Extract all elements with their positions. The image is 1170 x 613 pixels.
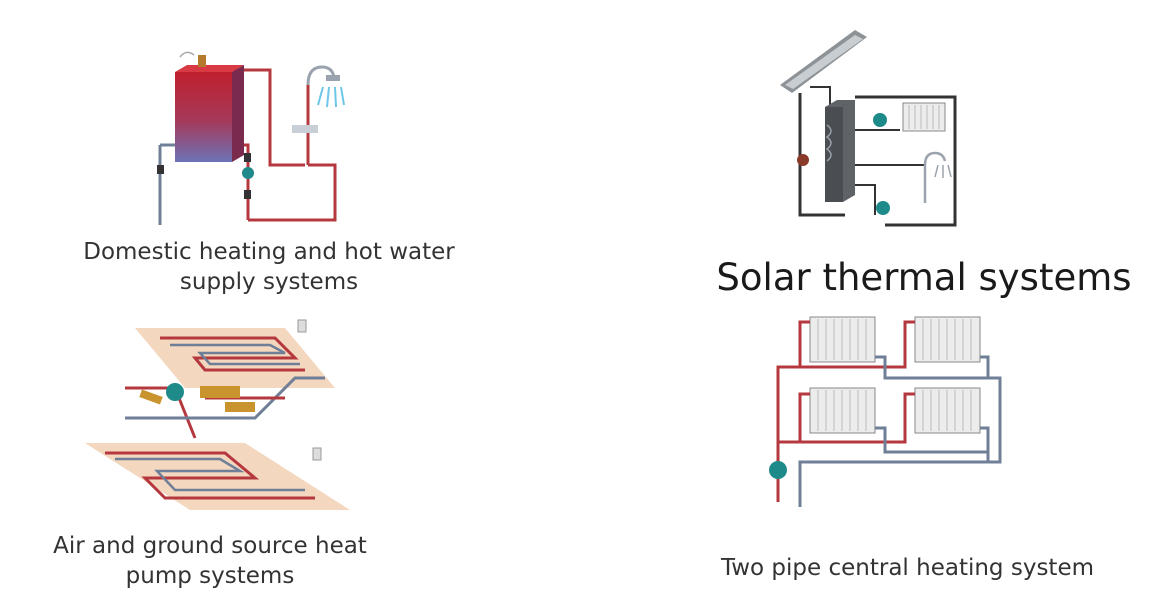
heat-pump-illustration [85, 319, 350, 510]
heat-pump-diagram [85, 318, 355, 513]
domestic-caption-line2: supply systems [179, 269, 359, 295]
two-pipe-illustration [769, 316, 1002, 507]
domestic-caption-line1: Domestic heating and hot water [83, 239, 455, 265]
radiator [809, 316, 876, 363]
radiator [914, 387, 981, 434]
pump-icon [769, 461, 787, 479]
solar-thermal-diagram [775, 25, 975, 230]
shower-icon [306, 65, 336, 86]
manifold [200, 386, 240, 398]
pump-icon [873, 113, 887, 127]
heat-pump-caption-line2: pump systems [125, 563, 295, 589]
thermostat-icon [297, 319, 307, 333]
two-pipe-diagram [760, 312, 1010, 510]
pump-icon [166, 383, 184, 401]
solar-caption: Solar thermal systems [716, 256, 1132, 299]
pump-icon [797, 154, 809, 166]
heat-pump-caption: Air and ground source heat pump systems [30, 531, 390, 591]
pump-icon [876, 201, 890, 215]
solar-thermal-illustration [780, 30, 957, 227]
boiler [175, 72, 232, 162]
radiator [809, 387, 876, 434]
domestic-heating-diagram [130, 45, 370, 230]
radiator [902, 102, 946, 132]
thermostat-icon [312, 447, 322, 461]
domestic-heating-illustration [157, 51, 345, 225]
pump-icon [242, 167, 254, 179]
domestic-caption: Domestic heating and hot water supply sy… [60, 237, 478, 297]
two-pipe-caption: Two pipe central heating system [721, 555, 1094, 581]
radiator [914, 316, 981, 363]
heat-pump-caption-line1: Air and ground source heat [53, 533, 367, 559]
shower-icon [923, 151, 947, 203]
